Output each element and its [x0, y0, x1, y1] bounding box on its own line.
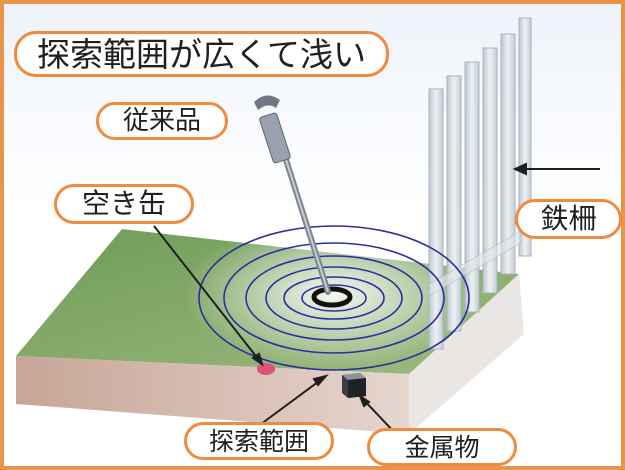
iron-fence-label: 鉄柵	[515, 199, 622, 239]
search-glow	[184, 219, 484, 369]
title-label: 探索範囲が広くて浅い	[14, 31, 389, 77]
soil-side	[409, 274, 524, 434]
metal-object-label: 金属物	[367, 428, 517, 466]
metal-object-icon	[342, 373, 366, 398]
ground-scene	[16, 17, 600, 435]
empty-can-label: 空き缶	[54, 184, 194, 224]
search-rings-icon	[198, 225, 470, 371]
conventional-product-label: 従来品	[96, 102, 228, 140]
metal-detector-icon	[254, 95, 331, 295]
detector-coil	[311, 286, 353, 308]
soil-cross-section	[16, 356, 409, 434]
pointer-arrows	[153, 162, 600, 435]
search-range-label: 探索範囲	[184, 422, 334, 460]
empty-can-icon	[257, 363, 275, 375]
iron-fence-icon	[428, 17, 532, 350]
